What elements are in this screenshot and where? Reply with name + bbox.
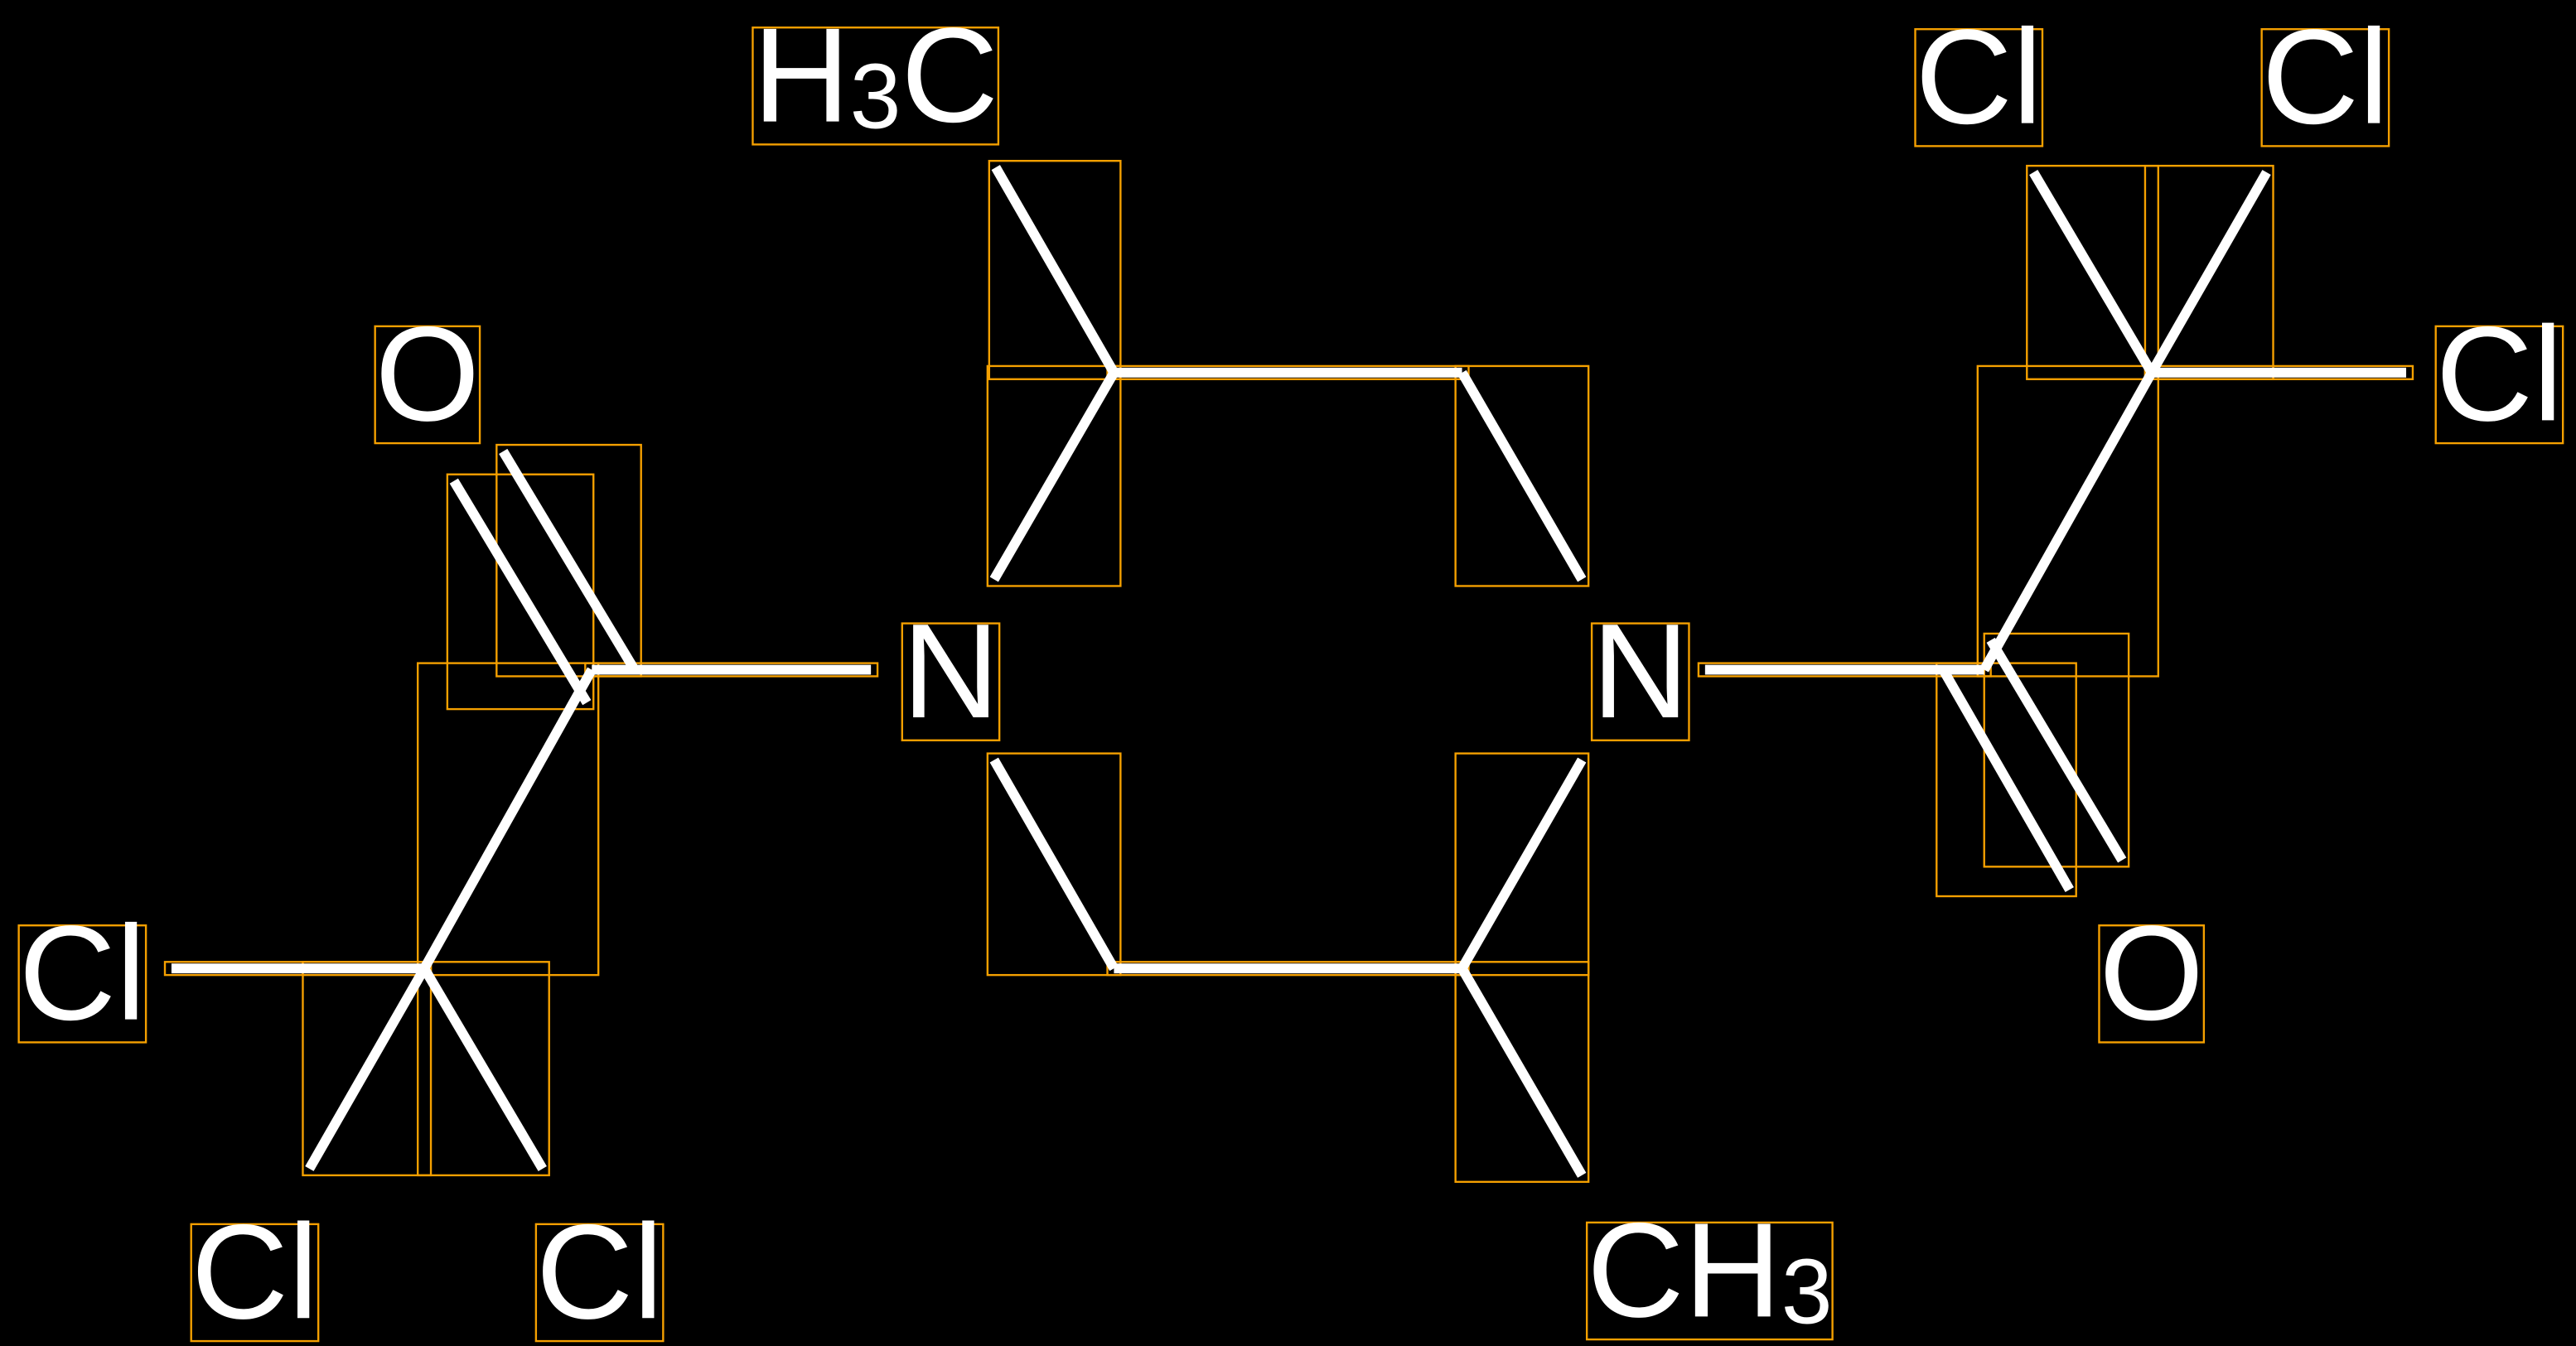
bond-bounding-box <box>1106 364 1470 380</box>
bond-line <box>1986 637 2127 863</box>
label-bounding-box <box>534 1223 665 1343</box>
atom-label-n-left: N <box>902 596 999 746</box>
bond-line <box>419 667 597 972</box>
atom-label-cl-right-2: Cl <box>2262 2 2389 152</box>
bond-line <box>499 448 639 673</box>
bond-line <box>2147 170 2271 375</box>
bond-bounding-box <box>417 961 550 1177</box>
label-bounding-box <box>752 27 1000 146</box>
atom-label-o-right: O <box>2099 899 2203 1049</box>
bond-line <box>2029 170 2156 375</box>
label-bounding-box <box>374 325 481 445</box>
atom-label-o-left: O <box>375 299 480 449</box>
bonds <box>171 165 2407 1178</box>
label-bounding-box <box>1590 622 1690 741</box>
bond-bounding-box <box>2143 364 2414 380</box>
atom-label-cl-left-3: Cl <box>536 1197 663 1346</box>
bond-bounding-box <box>584 662 879 678</box>
bond-bounding-box <box>1454 364 1590 587</box>
atom-label-cl-left-2: Cl <box>191 1197 318 1346</box>
label-bounding-box <box>190 1223 320 1343</box>
label-bounding-box <box>2260 28 2390 147</box>
bond-bounding-box <box>2026 164 2159 380</box>
bond-line <box>420 966 547 1171</box>
bond-line <box>991 165 1119 375</box>
bond-bounding-box <box>988 160 1122 380</box>
bond-line <box>989 369 1119 582</box>
bond-bounding-box <box>1454 961 1590 1184</box>
label-bounding-box <box>2098 924 2206 1044</box>
bond-line <box>989 757 1119 972</box>
bond-line <box>1457 369 1587 582</box>
bond-line <box>1457 966 1587 1178</box>
atom-label-cl-right-1: Cl <box>1916 2 2042 152</box>
bond-line <box>1457 757 1587 972</box>
bond-bounding-box <box>1106 961 1470 977</box>
atom-label-cl-right-3: Cl <box>2436 299 2563 449</box>
label-bounding-box <box>1914 28 2044 147</box>
bond-bounding-box <box>986 364 1122 587</box>
bounding-boxes <box>17 27 2564 1343</box>
bond-bounding-box <box>1976 364 2159 678</box>
bond-bounding-box <box>1454 752 1590 977</box>
bond-bounding-box <box>986 752 1122 977</box>
bond-line <box>449 478 592 706</box>
atom-label-n-right: N <box>1592 596 1689 746</box>
bond-bounding-box <box>1697 662 1992 678</box>
label-bounding-box <box>17 924 147 1044</box>
bond-line <box>305 966 429 1171</box>
atom-label-cl-left-1: Cl <box>19 899 146 1049</box>
bond-line <box>1979 369 2157 673</box>
label-bounding-box <box>1585 1221 1834 1341</box>
label-bounding-box <box>901 622 1001 741</box>
bond-line <box>1939 667 2074 893</box>
label-bounding-box <box>2434 325 2564 445</box>
atom-label-methyl-top: H3C <box>752 1 998 151</box>
bond-bounding-box <box>417 662 600 977</box>
atom-label-methyl-bottom: CH3 <box>1587 1195 1832 1345</box>
bond-bounding-box <box>302 961 433 1177</box>
